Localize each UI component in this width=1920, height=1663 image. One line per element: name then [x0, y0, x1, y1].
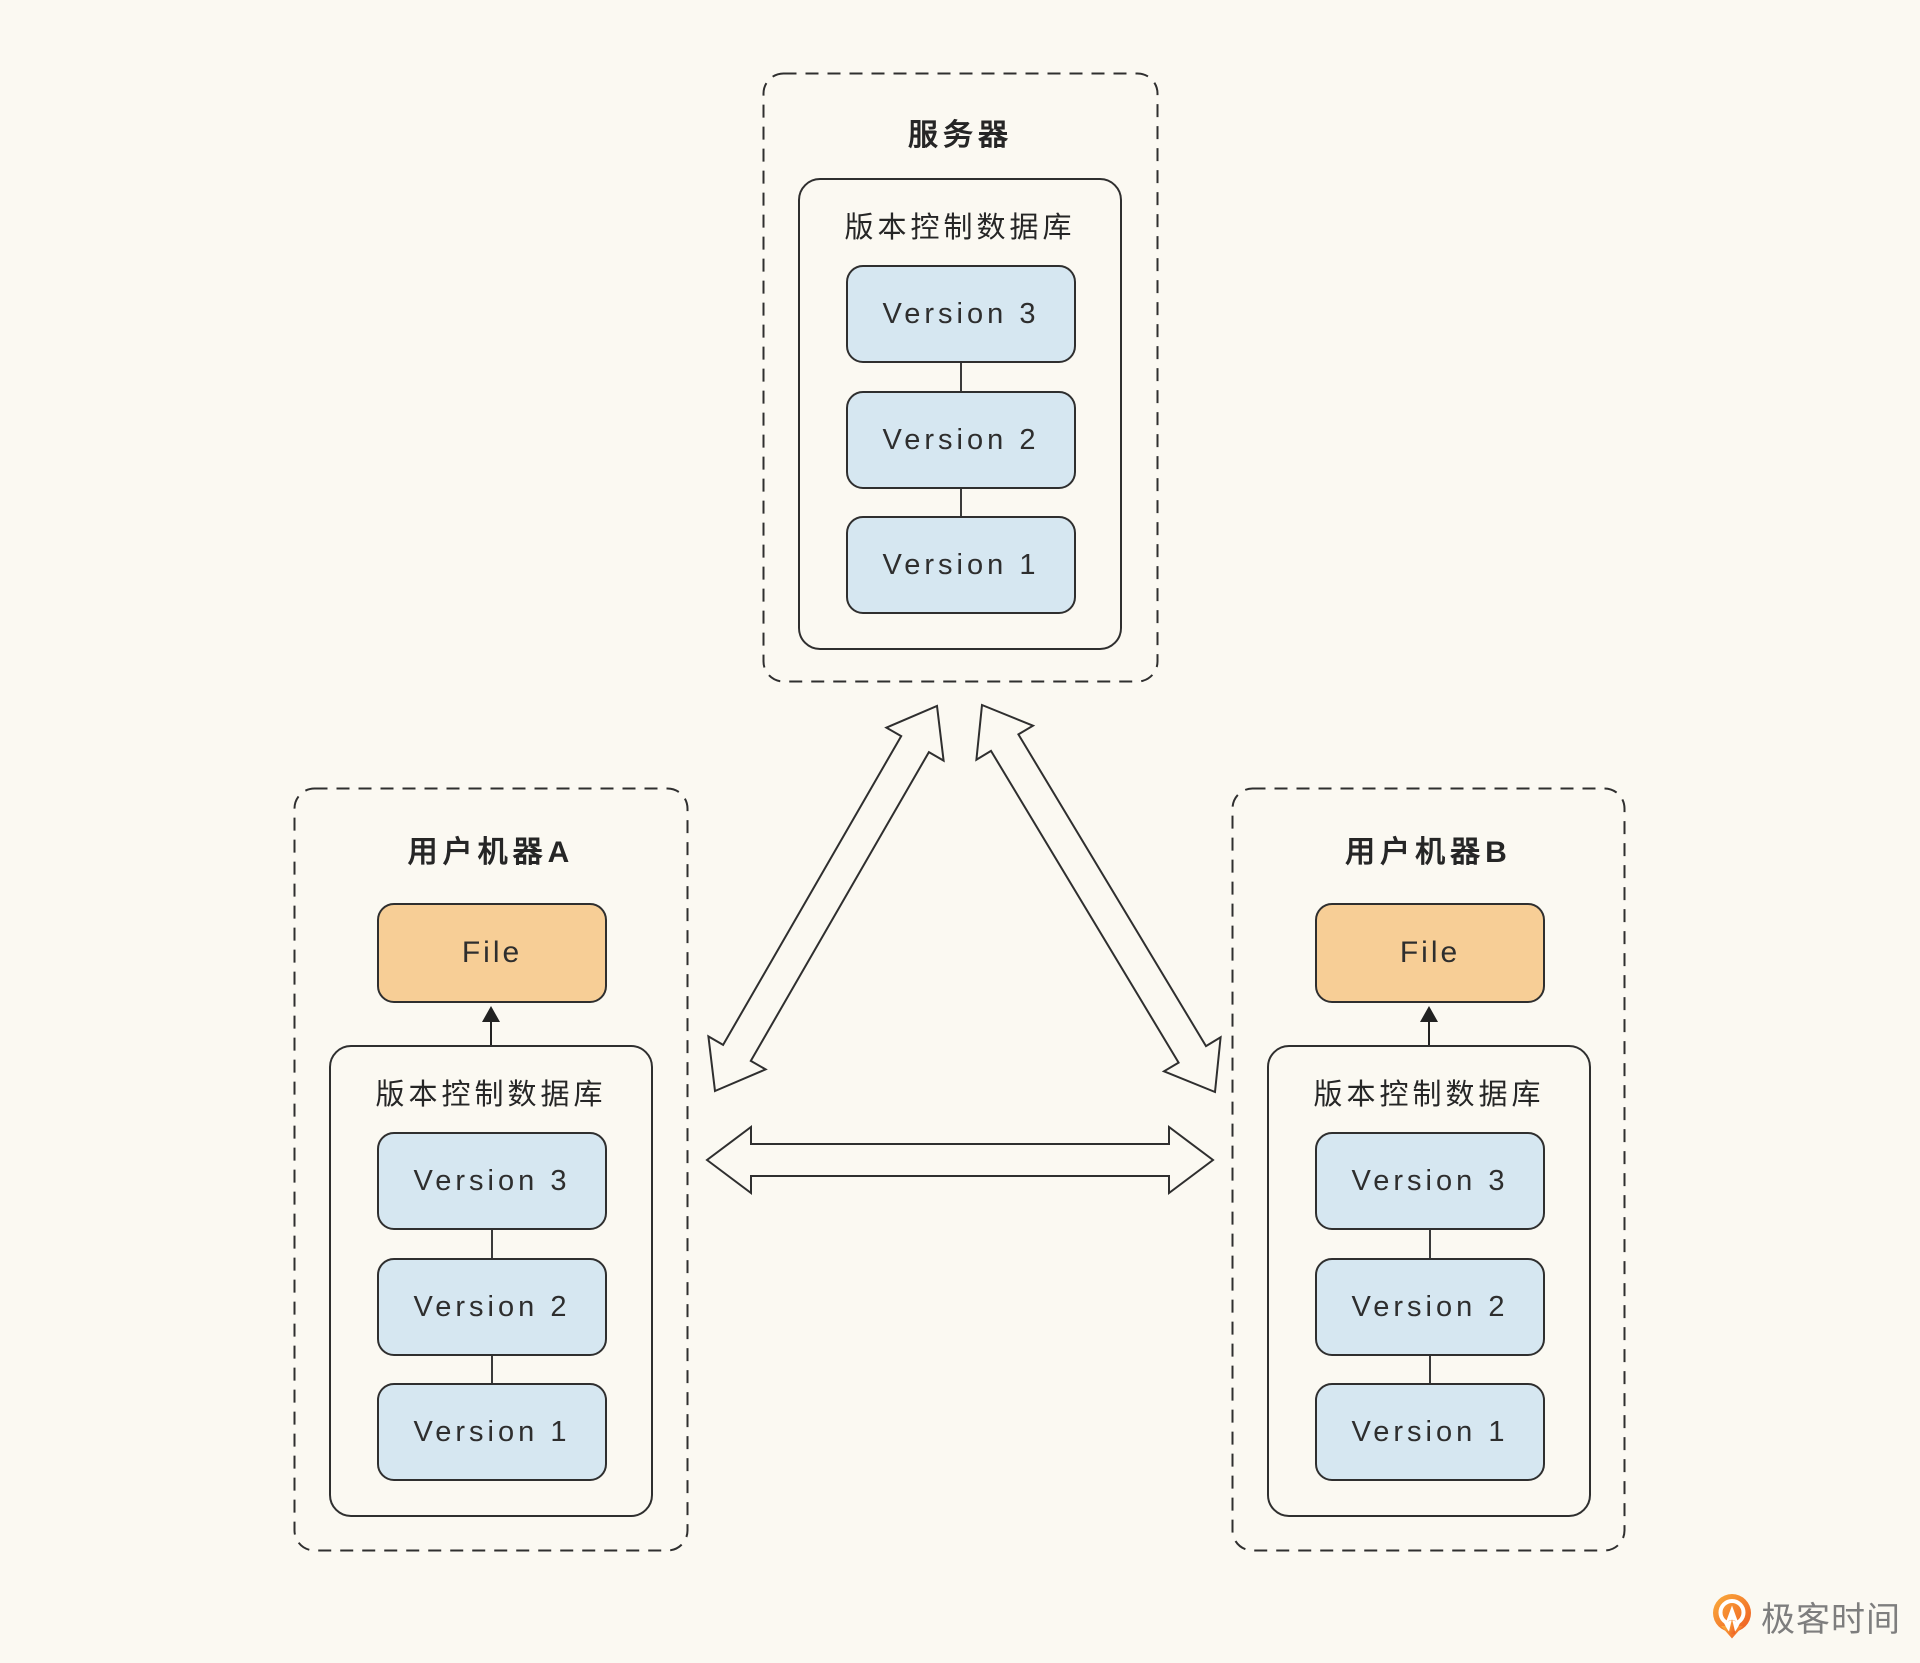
db-to-file-arrow-line	[490, 1021, 492, 1046]
machine-b-version-3-box: Version 3	[1315, 1132, 1545, 1230]
server-version-1-box: Version 1	[846, 516, 1076, 614]
server-version-db-box: 版本控制数据库 Version 3 Version 2 Version 1	[798, 178, 1122, 650]
geektime-logo-icon	[1713, 1594, 1751, 1639]
version-connector-line	[960, 489, 962, 516]
server-dashed-border	[762, 72, 1159, 683]
server-db-title: 版本控制数据库	[844, 212, 1076, 244]
machine-a-version-3-box: Version 3	[377, 1132, 607, 1230]
machine-b-version-db-box: 版本控制数据库 Version 3 Version 2 Version 1	[1267, 1045, 1591, 1517]
server-title: 服务器	[908, 119, 1013, 152]
machine-b-title: 用户机器B	[1345, 836, 1512, 869]
machine-a-dashed-border	[293, 787, 689, 1552]
version-connector-line	[960, 363, 962, 391]
machine-b-group: 用户机器B File 版本控制数据库 Version 3 Version 2 V…	[1231, 787, 1626, 1552]
machine-a-version-2-box: Version 2	[377, 1258, 607, 1356]
machine-a-db-title: 版本控制数据库	[375, 1079, 607, 1111]
machine-a-file-box: File	[377, 903, 607, 1003]
machine-b-version-2-box: Version 2	[1315, 1258, 1545, 1356]
version-connector-line	[1429, 1230, 1431, 1258]
db-to-file-arrowhead	[1420, 1006, 1438, 1022]
geektime-logo: 极客时间	[1712, 1592, 1901, 1641]
db-to-file-arrow-line	[1428, 1021, 1430, 1046]
db-to-file-arrowhead	[482, 1006, 500, 1022]
version-connector-line	[1429, 1356, 1431, 1383]
double-arrow-machine-a-to-machine-b	[705, 1125, 1215, 1195]
version-connector-line	[491, 1230, 493, 1258]
machine-b-db-title: 版本控制数据库	[1313, 1079, 1545, 1111]
double-arrow-server-to-machine-b	[975, 703, 1222, 1094]
machine-b-version-1-box: Version 1	[1315, 1383, 1545, 1481]
machine-a-title: 用户机器A	[407, 836, 575, 869]
server-version-3-box: Version 3	[846, 265, 1076, 363]
machine-b-file-box: File	[1315, 903, 1545, 1003]
machine-a-version-db-box: 版本控制数据库 Version 3 Version 2 Version 1	[329, 1045, 653, 1517]
machine-a-version-1-box: Version 1	[377, 1383, 607, 1481]
geektime-logo-text: 极客时间	[1761, 1601, 1901, 1639]
server-version-2-box: Version 2	[846, 391, 1076, 489]
version-connector-line	[491, 1356, 493, 1383]
double-arrow-machine-a-to-server	[707, 704, 945, 1093]
machine-b-dashed-border	[1231, 787, 1626, 1552]
server-group: 服务器 版本控制数据库 Version 3 Version 2 Version …	[762, 72, 1159, 683]
machine-a-group: 用户机器A File 版本控制数据库 Version 3 Version 2 V…	[293, 787, 689, 1552]
